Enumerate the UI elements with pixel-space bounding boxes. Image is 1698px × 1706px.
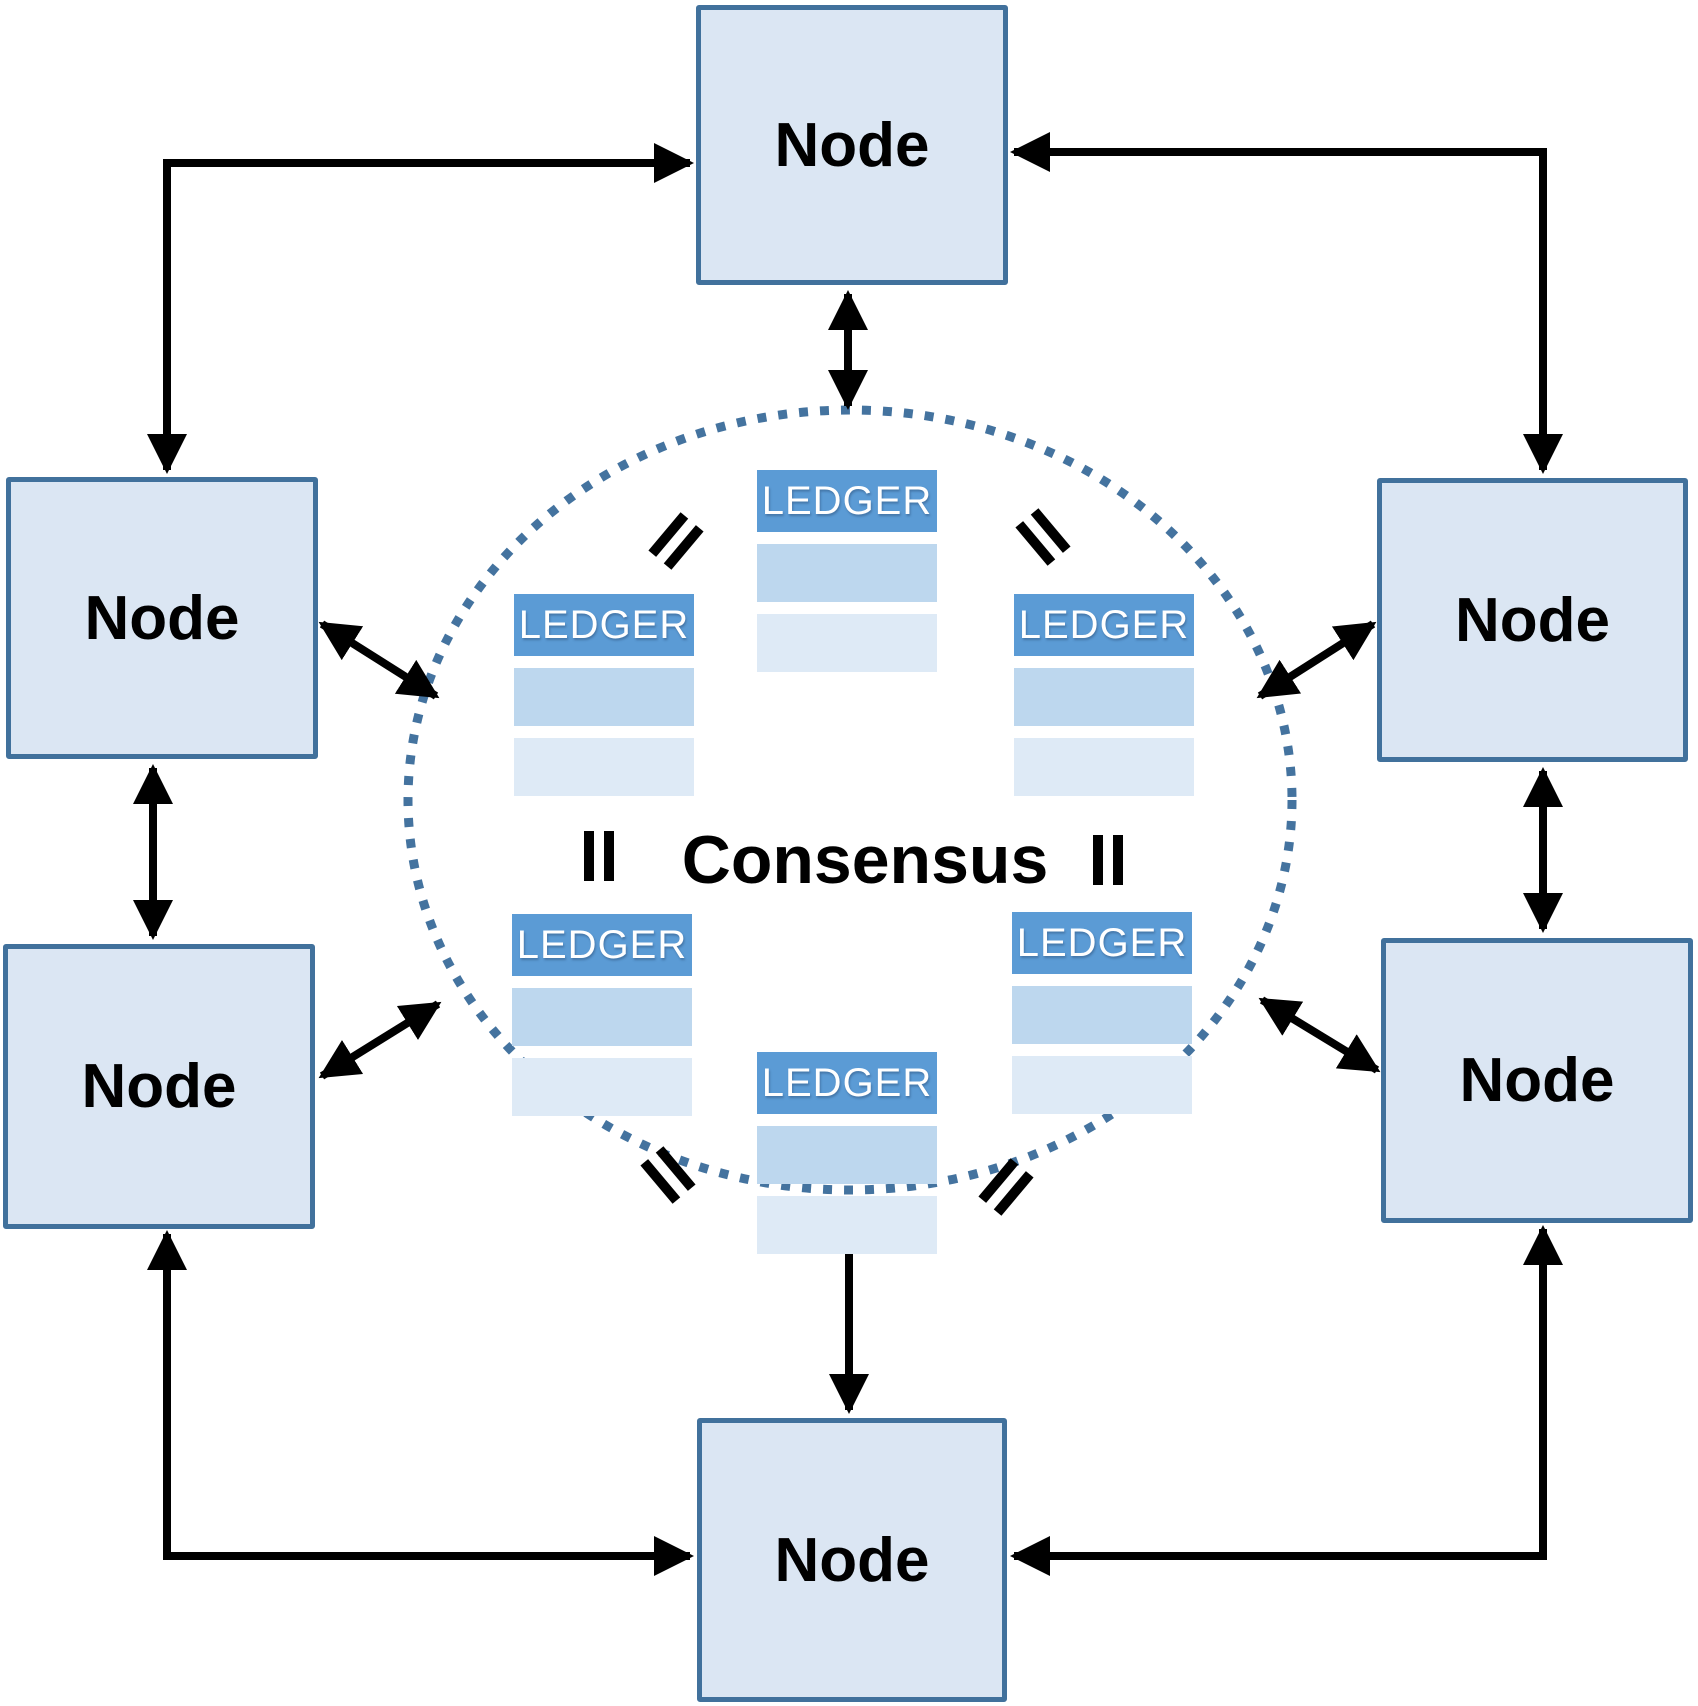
node-label: Node	[81, 1052, 237, 1121]
equals-icon	[1093, 835, 1123, 885]
equals-bar	[1093, 835, 1103, 885]
node-box-upper-right: Node	[1377, 478, 1688, 762]
node-label: Node	[774, 110, 930, 180]
ledger-title: LEDGER	[1014, 594, 1194, 656]
equals-bar	[584, 831, 594, 881]
node-box-lower-left: Node	[3, 944, 315, 1229]
arrow-upperrightnode-circle	[1256, 620, 1377, 700]
ledger-row	[1014, 738, 1194, 796]
arrow-lowerleftnode-circle	[318, 1000, 442, 1080]
ledger-table-bottom: LEDGER	[757, 1052, 937, 1254]
equals-icon	[584, 831, 614, 881]
ledger-title: LEDGER	[1012, 912, 1192, 974]
node-label: Node	[1455, 585, 1610, 655]
ledger-row	[1014, 668, 1194, 726]
link-arrow-lowerleft-to-bottom	[147, 1230, 694, 1576]
link-arrow-top-to-upperright	[1010, 132, 1563, 474]
node-box-lower-right: Node	[1381, 938, 1693, 1223]
node-box-upper-left: Node	[6, 477, 318, 759]
ledger-row	[1012, 986, 1192, 1044]
ledger-table-upper-left: LEDGER	[514, 594, 694, 796]
ledger-table-lower-right: LEDGER	[1012, 912, 1192, 1114]
node-box-bottom: Node	[697, 1418, 1007, 1702]
consensus-circle	[403, 405, 1297, 1195]
ledger-title: LEDGER	[514, 594, 694, 656]
ledger-title: LEDGER	[757, 470, 937, 532]
ledger-row	[514, 738, 694, 796]
ledger-table-top: LEDGER	[757, 470, 937, 672]
ledger-table-upper-right: LEDGER	[1014, 594, 1194, 796]
ledger-row	[514, 668, 694, 726]
node-label: Node	[774, 1525, 930, 1595]
equals-bar	[604, 831, 614, 881]
ledger-title: LEDGER	[757, 1052, 937, 1114]
node-label: Node	[84, 583, 240, 653]
node-box-top: Node	[696, 5, 1008, 285]
equals-bar	[1113, 835, 1123, 885]
arrow-lowerrightnode-circle	[1258, 996, 1381, 1074]
ledger-row	[757, 1126, 937, 1184]
ledger-row	[512, 988, 692, 1046]
ledger-row	[1012, 1056, 1192, 1114]
arrow-upperleftnode-circle	[318, 620, 440, 700]
link-arrow-top-to-upperleft	[147, 143, 694, 474]
link-arrow-lowerright-to-bottom	[1010, 1225, 1563, 1576]
ledger-row	[512, 1058, 692, 1116]
node-label: Node	[1459, 1046, 1615, 1115]
ledger-row	[757, 1196, 937, 1254]
ledger-title: LEDGER	[512, 914, 692, 976]
ledger-row	[757, 614, 937, 672]
ledger-row	[757, 544, 937, 602]
ledger-table-lower-left: LEDGER	[512, 914, 692, 1116]
consensus-label: Consensus	[681, 822, 1049, 898]
